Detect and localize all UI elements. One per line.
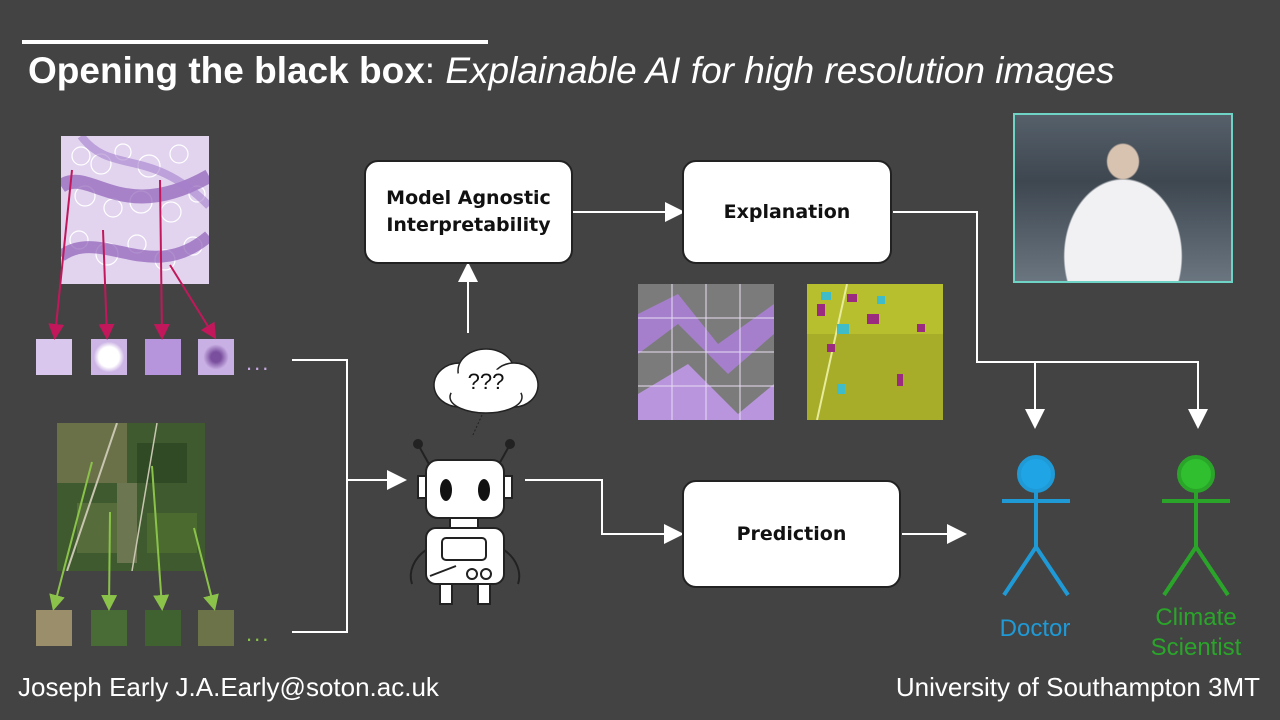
prediction-box: Prediction [682, 480, 901, 588]
histology-explanation-map [638, 284, 774, 420]
model-box-line2: Interpretability [386, 214, 551, 236]
webcam-video [1013, 113, 1233, 283]
scientist-label-line1: Climate [1155, 604, 1237, 631]
histology-patch [91, 339, 127, 375]
model-box-line1: Model Agnostic [386, 187, 551, 210]
title-rule [22, 40, 488, 44]
satellite-patch [36, 610, 72, 646]
prediction-label: Prediction [736, 522, 847, 545]
thought-text: ??? [467, 369, 505, 394]
satellite-ellipsis: ... [246, 621, 271, 646]
scientist-label: Climate Scientist [1135, 603, 1257, 663]
doctor-stick-figure-icon [1002, 455, 1070, 597]
satellite-image [57, 423, 205, 571]
robot-icon [409, 439, 521, 605]
histology-patch [145, 339, 181, 375]
satellite-patch [145, 610, 181, 646]
page-title: Opening the black box: Explainable AI fo… [28, 50, 1114, 92]
histology-ellipsis: ... [246, 350, 271, 375]
explanation-box: Explanation [682, 160, 892, 264]
scientist-label-line2: Scientist [1150, 634, 1242, 661]
histology-image [61, 136, 209, 284]
title-bold: Opening the black box [28, 50, 425, 91]
thought-cloud-icon [433, 348, 539, 438]
satellite-explanation-map [807, 284, 943, 420]
footer-author: Joseph Early J.A.Early@soton.ac.uk [18, 672, 439, 702]
title-separator: : [424, 50, 446, 91]
satellite-patch [91, 610, 127, 646]
scientist-stick-figure-icon [1162, 455, 1230, 597]
doctor-label: Doctor [999, 615, 1071, 642]
title-italic: Explainable AI for high resolution image… [445, 50, 1115, 91]
histology-patch [198, 339, 234, 375]
explanation-label: Explanation [723, 200, 851, 223]
satellite-patch [198, 610, 234, 646]
histology-patch [36, 339, 72, 375]
footer-university: University of Southampton 3MT [895, 672, 1260, 702]
